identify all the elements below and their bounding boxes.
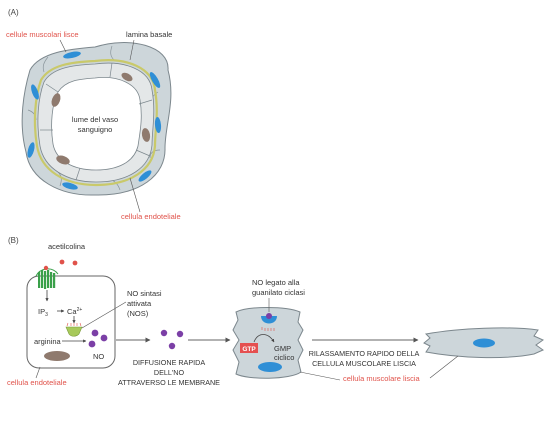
gtp-label: GTP <box>242 346 256 353</box>
smooth-muscle-cell-label: cellula muscolare liscia <box>343 374 421 383</box>
guanylate-label-line2: guanilato ciclasi <box>252 288 305 297</box>
nos-label-line1: NO sintasi <box>127 289 162 298</box>
diffusion-label-line1: DIFFUSIONE RAPIDA <box>133 358 205 367</box>
no-molecules-endothelial <box>88 329 108 348</box>
diffusion-label-line3: ATTRAVERSO LE MEMBRANE <box>118 378 220 387</box>
lumen-label-line2: sanguigno <box>78 125 113 134</box>
panel-a: (A) <box>6 8 181 221</box>
gmp-label-line1: GMP <box>274 344 291 353</box>
panel-b: (B) acetilcolina IP3 Ca2+ <box>7 236 545 387</box>
guanylate-cyclase-icon <box>261 313 277 331</box>
smooth-muscle-leader-contracted <box>299 371 341 381</box>
gtp-conversion-arrow <box>253 334 275 343</box>
diffusion-label-line2: DELL'NO <box>154 368 185 377</box>
smooth-muscle-leader <box>59 39 67 53</box>
endothelial-leader-a <box>129 177 141 213</box>
smooth-muscle-nucleus-contracted <box>258 362 282 372</box>
panel-a-label: (A) <box>8 8 19 17</box>
smooth-muscle-leader-relaxed <box>429 355 459 379</box>
nucleus-blue-4 <box>138 170 152 182</box>
gtp-box <box>240 343 258 353</box>
lumen-label-line1: lume del vaso <box>72 115 118 124</box>
no-molecules-diffusing <box>160 329 184 350</box>
nos-enzyme <box>65 326 83 337</box>
nucleus-blue-5 <box>62 182 78 190</box>
bound-acetylcholine <box>43 265 49 271</box>
nucleus-blue-6 <box>27 142 35 158</box>
smooth-muscle-nucleus-relaxed <box>473 338 495 348</box>
smooth-muscle-label: cellule muscolari lisce <box>6 30 79 39</box>
no-molecule-4 <box>160 329 168 337</box>
no-molecule-2 <box>100 334 108 342</box>
guanylate-label-line1: NO legato alla <box>252 278 300 287</box>
no-label: NO <box>93 352 104 361</box>
relaxation-label-line1: RILASSAMENTO RAPIDO DELLA <box>309 349 420 358</box>
acetylcholine-molecule-1 <box>59 259 65 265</box>
calcium-label: Ca2+ <box>67 307 82 316</box>
arginine-label: arginina <box>34 337 62 346</box>
relaxation-label-line2: CELLULA MUSCOLARE LISCIA <box>312 359 416 368</box>
basal-lamina-leader <box>129 39 135 61</box>
nos-label-line3: (NOS) <box>127 309 149 318</box>
endothelial-nucleus <box>44 351 70 361</box>
gmp-label-line2: ciclico <box>274 353 294 362</box>
basal-lamina <box>33 59 158 187</box>
no-molecule-6 <box>168 342 176 350</box>
acetylcholine-molecule-2 <box>72 260 78 266</box>
no-molecule-1 <box>91 329 99 337</box>
no-molecule-3 <box>88 340 96 348</box>
endothelial-nuclei <box>51 72 151 165</box>
endothelial-cell-borders <box>40 62 153 181</box>
basal-lamina-label: lamina basale <box>126 30 172 39</box>
nucleus-blue-7 <box>31 84 39 100</box>
smooth-muscle-nuclei <box>27 51 162 190</box>
nucleus-blue-2 <box>149 72 161 88</box>
endothelial-cell-label-a: cellula endoteliale <box>121 212 181 221</box>
ip3-label: IP3 <box>38 307 48 318</box>
no-molecule-5 <box>176 330 184 338</box>
nos-leader <box>81 301 127 329</box>
nos-label-line2: attivata <box>127 299 152 308</box>
nucleus-blue-1 <box>63 51 81 59</box>
receptor-icon <box>35 268 59 289</box>
nucleus-brown-4 <box>121 72 133 82</box>
nucleus-blue-3 <box>154 117 162 133</box>
endothelial-cell-label-b: cellula endoteliale <box>7 378 67 387</box>
panel-b-label: (B) <box>8 236 19 245</box>
acetylcholine-label: acetilcolina <box>48 242 86 251</box>
nos-activation-marks <box>66 322 82 327</box>
endothelial-leader-b <box>35 366 41 379</box>
nucleus-brown-2 <box>141 128 151 142</box>
nucleus-brown-1 <box>51 93 61 107</box>
nucleus-brown-3 <box>56 155 70 165</box>
